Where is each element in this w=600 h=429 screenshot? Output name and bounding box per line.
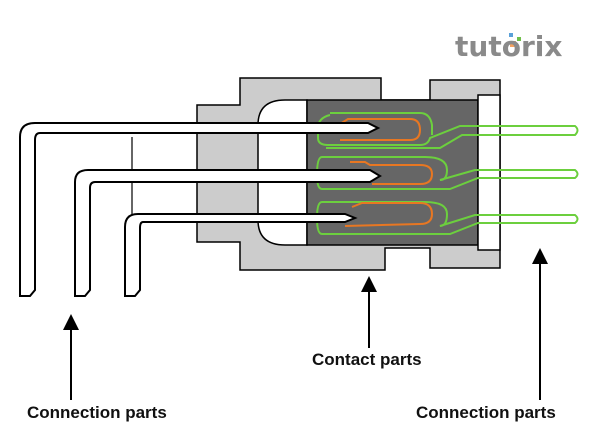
lead-frame-1-outer (330, 112, 433, 135)
logo-dot-green (517, 37, 521, 41)
tutorix-logo: tutorix (455, 30, 563, 63)
contact-springs (339, 118, 434, 227)
contact-spring-3 (344, 202, 434, 227)
right-slot (477, 94, 501, 251)
logo-dot-blue (509, 33, 513, 37)
label-left-connection-parts: Connection parts (27, 403, 167, 422)
contact-spring-1 (339, 118, 422, 141)
label-contact-parts: Contact parts (312, 350, 422, 369)
pin-3 (124, 213, 358, 297)
arrows (63, 248, 548, 400)
pins (19, 122, 382, 297)
arrow-contact-head (361, 276, 377, 292)
pin-1 (19, 122, 381, 297)
logo-dots (509, 33, 521, 47)
logo-dot-orange (510, 41, 516, 47)
contact-spring-2 (350, 161, 434, 185)
arrow-left-head (63, 314, 79, 330)
label-right-connection-parts: Connection parts (416, 403, 556, 422)
pin-2 (74, 169, 382, 297)
arrow-right-head (532, 248, 548, 264)
